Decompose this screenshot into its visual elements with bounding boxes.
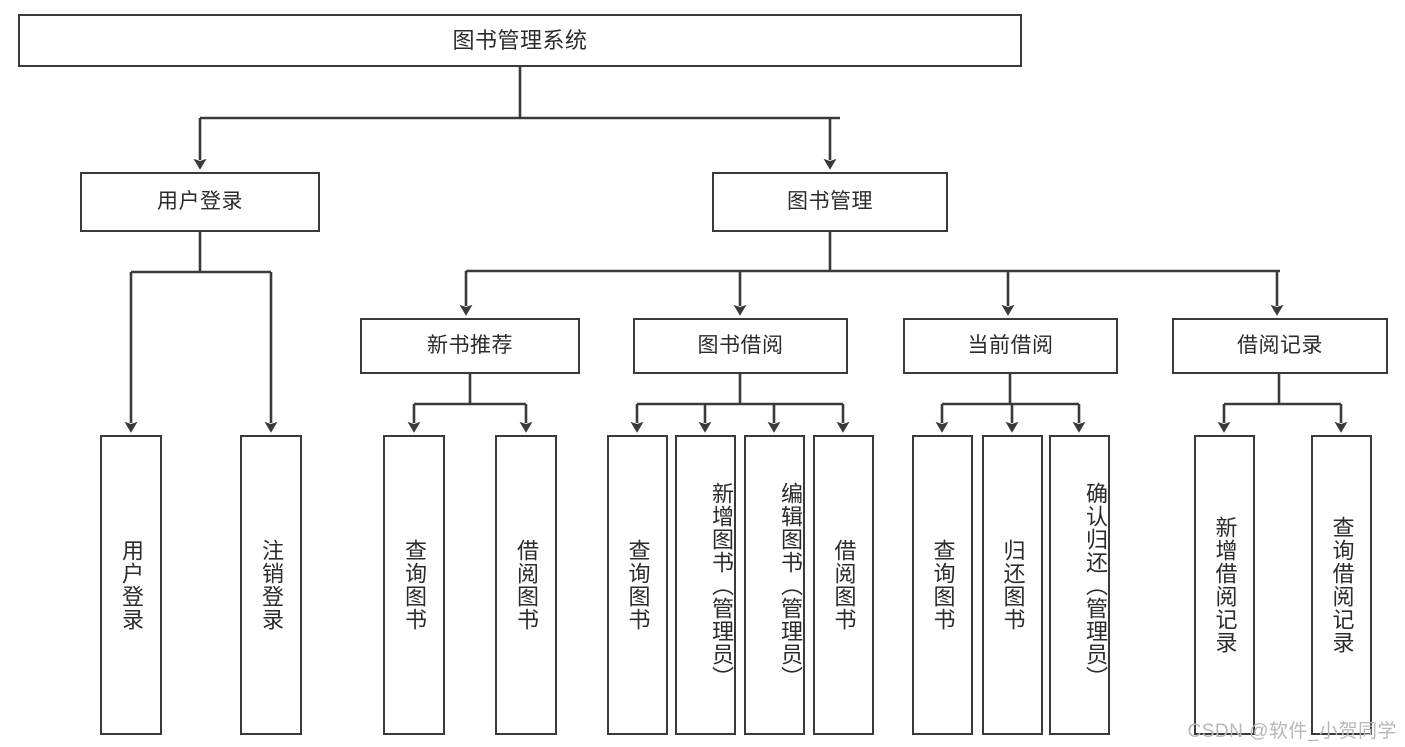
node-leaf-query-book-3[interactable]: 查询图书 bbox=[912, 435, 973, 735]
node-leaf-user-login-label: 用户登录 bbox=[118, 539, 144, 631]
node-new-book-recommend[interactable]: 新书推荐 bbox=[360, 318, 580, 374]
node-book-borrow[interactable]: 图书借阅 bbox=[633, 318, 848, 374]
node-borrow-record[interactable]: 借阅记录 bbox=[1172, 318, 1388, 374]
node-leaf-query-record[interactable]: 查询借阅记录 bbox=[1311, 435, 1372, 735]
node-leaf-add-record[interactable]: 新增借阅记录 bbox=[1194, 435, 1255, 735]
node-leaf-borrow-book-1[interactable]: 借阅图书 bbox=[495, 435, 557, 735]
node-leaf-borrow-book-2[interactable]: 借阅图书 bbox=[813, 435, 874, 735]
node-leaf-query-book-2[interactable]: 查询图书 bbox=[607, 435, 668, 735]
node-current-borrow-label: 当前借阅 bbox=[967, 333, 1054, 357]
node-leaf-add-book-label: 新增图书（管理员） bbox=[709, 481, 734, 689]
node-book-management[interactable]: 图书管理 bbox=[712, 172, 948, 232]
node-leaf-add-book[interactable]: 新增图书（管理员） bbox=[675, 435, 736, 735]
node-leaf-add-record-label: 新增借阅记录 bbox=[1212, 516, 1238, 654]
node-leaf-edit-book-label: 编辑图书（管理员） bbox=[778, 481, 803, 689]
node-user-login-label: 用户登录 bbox=[157, 189, 243, 213]
node-leaf-user-login[interactable]: 用户登录 bbox=[100, 435, 162, 735]
node-current-borrow[interactable]: 当前借阅 bbox=[903, 318, 1118, 374]
node-book-management-label: 图书管理 bbox=[787, 189, 873, 213]
node-leaf-query-record-label: 查询借阅记录 bbox=[1329, 516, 1355, 654]
node-leaf-query-book-1-label: 查询图书 bbox=[401, 539, 427, 631]
node-leaf-query-book-1[interactable]: 查询图书 bbox=[383, 435, 445, 735]
node-leaf-borrow-book-1-label: 借阅图书 bbox=[513, 539, 539, 631]
node-leaf-return-book[interactable]: 归还图书 bbox=[982, 435, 1043, 735]
node-leaf-confirm-return-label: 确认归还（管理员） bbox=[1083, 481, 1108, 689]
node-book-borrow-label: 图书借阅 bbox=[697, 333, 784, 357]
node-new-book-recommend-label: 新书推荐 bbox=[427, 333, 513, 357]
node-leaf-query-book-3-label: 查询图书 bbox=[930, 539, 956, 631]
node-leaf-edit-book[interactable]: 编辑图书（管理员） bbox=[744, 435, 805, 735]
node-user-login[interactable]: 用户登录 bbox=[80, 172, 320, 232]
node-leaf-return-book-label: 归还图书 bbox=[1000, 539, 1026, 631]
node-root[interactable]: 图书管理系统 bbox=[18, 14, 1022, 67]
node-leaf-query-book-2-label: 查询图书 bbox=[625, 539, 651, 631]
watermark: CSDN @软件_小贺同学 bbox=[1187, 721, 1397, 742]
node-leaf-borrow-book-2-label: 借阅图书 bbox=[831, 539, 857, 631]
node-leaf-confirm-return[interactable]: 确认归还（管理员） bbox=[1049, 435, 1110, 735]
node-leaf-logout[interactable]: 注销登录 bbox=[240, 435, 302, 735]
node-borrow-record-label: 借阅记录 bbox=[1237, 333, 1323, 357]
node-leaf-logout-label: 注销登录 bbox=[258, 539, 284, 631]
node-root-label: 图书管理系统 bbox=[452, 27, 588, 53]
